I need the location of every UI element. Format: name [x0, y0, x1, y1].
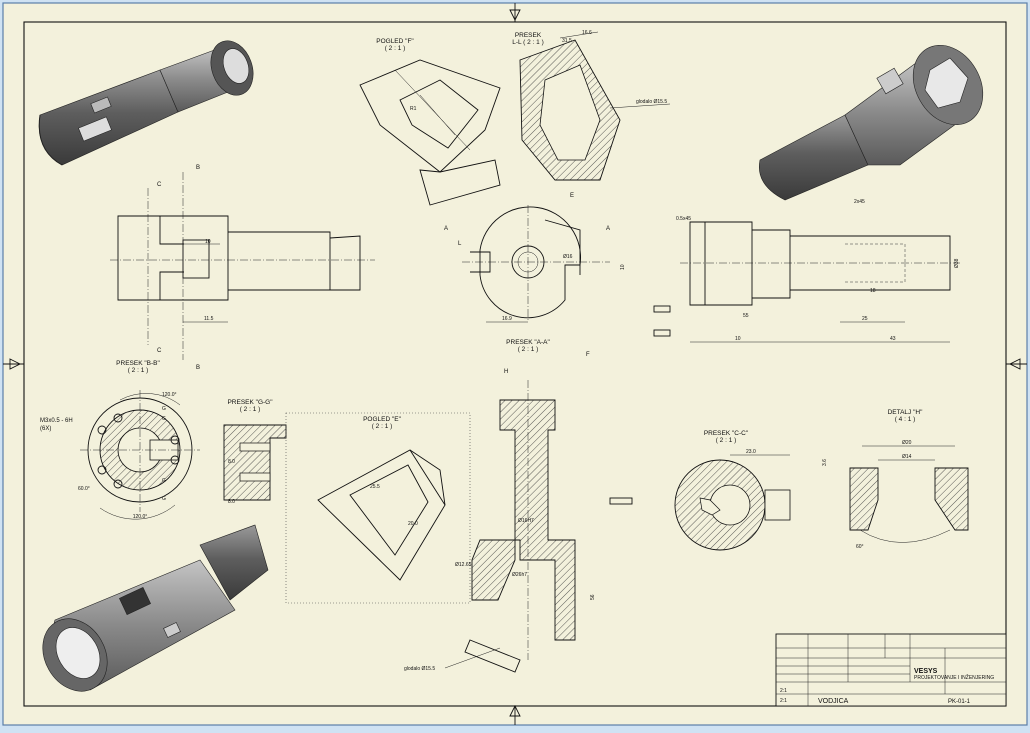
svg-text:G: G — [162, 416, 166, 422]
svg-text:10: 10 — [205, 239, 211, 245]
view-end-section: A A L E F 16.9 Ø16 10 — [444, 193, 626, 358]
svg-text:11.5: 11.5 — [204, 316, 214, 322]
svg-text:16.6: 16.6 — [582, 30, 592, 36]
iso-view-top-left — [38, 40, 254, 166]
pogled-f-scale: ( 2 : 1 ) — [385, 45, 406, 52]
svg-text:20.0: 20.0 — [408, 521, 418, 527]
pogled-e-scale: ( 2 : 1 ) — [372, 423, 393, 430]
svg-text:Ø12.65: Ø12.65 — [455, 562, 472, 568]
svg-text:R1: R1 — [410, 106, 417, 112]
view-pogled-e: POGLED "E" ( 2 : 1 ) 25.5 20.0 — [285, 412, 471, 604]
svg-text:60.0°: 60.0° — [78, 486, 90, 492]
svg-text:Ø16H7: Ø16H7 — [518, 518, 534, 524]
svg-text:25: 25 — [862, 316, 868, 322]
presek-aa-title: PRESEK "A-A" — [506, 339, 550, 346]
view-presek-cc: PRESEK "C-C" ( 2 : 1 ) 23.0 — [674, 430, 791, 551]
view-presek-aa-main: PRESEK "A-A" ( 2 : 1 ) H Ø16H7 Ø12.65 Ø2… — [404, 339, 633, 673]
pogled-f-title: POGLED "F" — [376, 38, 414, 45]
svg-text:A: A — [444, 226, 448, 232]
svg-text:25.5: 25.5 — [370, 484, 380, 490]
svg-text:F: F — [586, 352, 590, 358]
view-side-right: 10 43 25 18 Ø38 0.5x45 2x45 55 — [653, 199, 960, 343]
svg-text:120.0°: 120.0° — [133, 514, 148, 520]
drawing-number: PK-01-1 — [948, 699, 971, 705]
svg-text:16.9: 16.9 — [502, 316, 512, 322]
presek-bb-scale: ( 2 : 1 ) — [128, 367, 149, 374]
svg-text:B: B — [196, 365, 200, 371]
svg-text:120.0°: 120.0° — [162, 392, 177, 398]
svg-text:8.0: 8.0 — [228, 499, 235, 505]
view-presek-bb: C B C B 10 11.5 PRESEK "B-B" ( 2 : 1 ) — [110, 165, 375, 374]
svg-text:31.5: 31.5 — [562, 38, 572, 44]
presek-gg-scale: ( 2 : 1 ) — [240, 406, 261, 413]
svg-text:Ø26h7: Ø26h7 — [512, 572, 527, 578]
iso-view-bottom-left — [42, 524, 269, 692]
pogled-e-title: POGLED "E" — [363, 416, 402, 423]
detalj-h-scale: ( 4 : 1 ) — [895, 416, 916, 423]
presek-ll-title: PRESEK — [515, 32, 542, 39]
svg-text:8.0: 8.0 — [228, 459, 235, 465]
view-detalj-h: DETALJ "H" ( 4 : 1 ) Ø20 Ø14 60° 3.6 — [822, 409, 969, 550]
svg-text:G: G — [162, 406, 166, 412]
svg-text:18: 18 — [870, 288, 876, 294]
svg-text:0.5x45: 0.5x45 — [676, 216, 691, 222]
svg-text:Ø20: Ø20 — [902, 440, 912, 446]
presek-ll-note: glodalo Ø15.5 — [636, 99, 667, 105]
view-thread-circle: M3x0.5 - 6H (6X) G G G G 120.0° 60.0° 12… — [40, 390, 200, 520]
presek-cc-scale: ( 2 : 1 ) — [716, 437, 737, 444]
presek-aa-scale: ( 2 : 1 ) — [518, 346, 539, 353]
presek-ll-subtitle: L-L ( 2 : 1 ) — [512, 39, 544, 46]
presek-cc-title: PRESEK "C-C" — [704, 430, 749, 437]
view-presek-gg: PRESEK "G-G" ( 2 : 1 ) 8.0 8.0 — [223, 399, 287, 505]
thread-note: M3x0.5 - 6H — [40, 418, 73, 424]
svg-text:E: E — [570, 193, 574, 199]
svg-text:55: 55 — [743, 313, 749, 319]
svg-text:Ø38: Ø38 — [954, 258, 960, 268]
company-name: VESYS — [914, 668, 938, 675]
title-block: VESYS PROJEKTOVANJE I INŽENJERING VODJIC… — [775, 633, 1007, 707]
svg-text:56: 56 — [590, 594, 596, 600]
svg-text:(6X): (6X) — [40, 426, 51, 432]
svg-text:L: L — [458, 241, 462, 247]
svg-text:H: H — [504, 369, 508, 375]
presek-aa-note: glodalo Ø15.5 — [404, 666, 435, 672]
iso-view-top-right — [758, 44, 984, 201]
part-name: VODJICA — [818, 698, 849, 705]
view-presek-ll: PRESEK L-L ( 2 : 1 ) 16.6 31.5 glodalo Ø… — [512, 30, 671, 181]
svg-text:G: G — [162, 478, 166, 484]
svg-text:10: 10 — [620, 264, 626, 270]
svg-text:C: C — [157, 182, 162, 188]
svg-text:B: B — [196, 165, 200, 171]
svg-text:23.0: 23.0 — [746, 449, 756, 455]
view-pogled-f: POGLED "F" ( 2 : 1 ) R1 — [359, 38, 501, 206]
svg-text:2:1: 2:1 — [780, 698, 787, 704]
svg-text:2:1: 2:1 — [780, 688, 787, 694]
svg-text:A: A — [606, 226, 610, 232]
svg-text:C: C — [157, 348, 162, 354]
svg-text:60°: 60° — [856, 544, 864, 550]
svg-text:43: 43 — [890, 336, 896, 342]
presek-gg-title: PRESEK "G-G" — [227, 399, 273, 406]
svg-text:G: G — [162, 496, 166, 502]
detalj-h-title: DETALJ "H" — [888, 409, 924, 416]
svg-text:10: 10 — [735, 336, 741, 342]
svg-text:Ø16: Ø16 — [563, 254, 573, 260]
presek-bb-title: PRESEK "B-B" — [116, 360, 160, 367]
svg-text:3.6: 3.6 — [822, 459, 828, 466]
company-sub: PROJEKTOVANJE I INŽENJERING — [914, 673, 994, 681]
centering-marks — [3, 3, 1027, 725]
svg-text:2x45: 2x45 — [854, 199, 865, 205]
svg-text:Ø14: Ø14 — [902, 454, 912, 460]
